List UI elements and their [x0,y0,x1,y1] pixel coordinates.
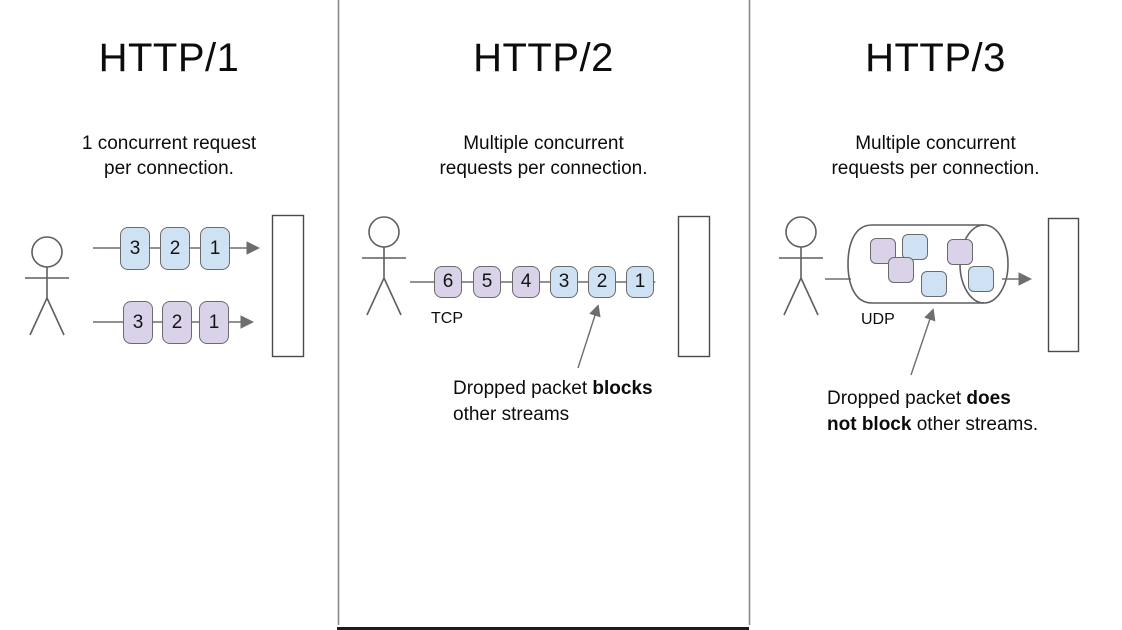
annotation-line-1: Dropped packet does [827,386,1038,412]
annotation-line-2: other streams [453,402,653,428]
annotation-bold-text: not block [827,414,912,435]
http1-subtitle: 1 concurrent request per connection. [81,133,257,179]
http3-client-stick-figure [779,216,823,316]
http2-title: HTTP/2 [473,36,614,80]
annotation-text: Dropped packet [827,388,967,409]
http3-subtitle: Multiple concurrent requests per connect… [831,133,1040,179]
http2-dropped-packet-pointer-arrow [577,304,601,369]
packet [902,234,928,260]
packet [947,239,973,265]
http1-client-stick-figure [25,236,69,336]
http3-dropped-packet-annotation: Dropped packet does not block other stre… [827,386,1038,438]
http3-title: HTTP/3 [865,36,1006,80]
http2-subtitle: Multiple concurrent requests per connect… [439,133,648,179]
http1-server-box [271,214,305,358]
http3-server-box [1047,217,1080,353]
packet [888,257,914,283]
http1-title: HTTP/1 [98,36,240,80]
http2-client-stick-figure [362,216,406,316]
packet: 3 [120,227,150,270]
packet: 3 [123,301,153,344]
tcp-label: TCP [431,310,463,327]
packet: 5 [473,266,501,298]
udp-label: UDP [861,311,895,328]
packet [968,266,994,292]
http3-dropped-packet-pointer-arrow [910,308,936,376]
packet [921,271,947,297]
packet: 3 [550,266,578,298]
packet: 1 [199,301,229,344]
http2-dropped-packet-annotation: Dropped packet blocks other streams [453,376,653,428]
packet: 4 [512,266,540,298]
packet: 2 [160,227,190,270]
annotation-text: other streams [453,404,570,425]
annotation-line-1: Dropped packet blocks [453,376,653,402]
http2-server-box [677,215,711,358]
packet: 1 [200,227,230,270]
bottom-edge-bar [337,627,749,630]
packet: 2 [162,301,192,344]
annotation-bold-text: blocks [592,378,653,399]
packet: 1 [626,266,654,298]
annotation-bold-text: does [966,388,1011,409]
annotation-text: other streams. [911,414,1039,435]
packet: 6 [434,266,462,298]
annotation-text: Dropped packet [453,378,593,399]
packet: 2 [588,266,616,298]
annotation-line-2: not block other streams. [827,412,1038,438]
